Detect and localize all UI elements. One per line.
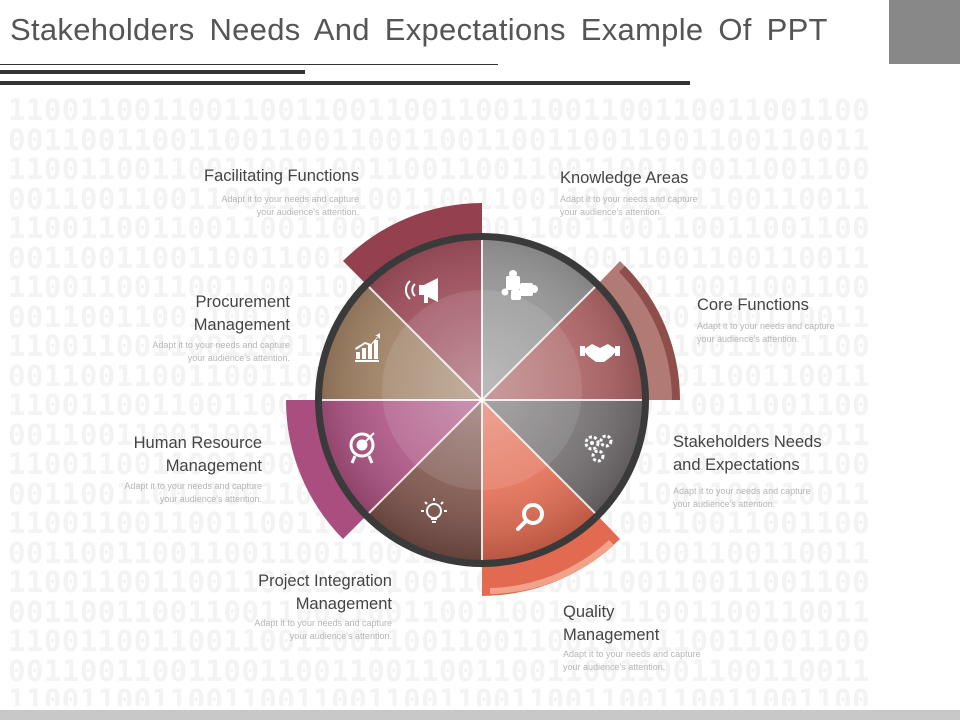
facilitating-desc-line1: Adapt it to your needs and capture	[221, 194, 359, 204]
core-desc-line2: your audience's attention.	[697, 333, 800, 344]
footer-bar	[0, 710, 960, 720]
growth-chart-icon	[355, 333, 380, 362]
title-underline-long	[0, 81, 690, 85]
knowledge-desc-line2: your audience's attention.	[560, 206, 663, 217]
human-resource-desc-line1: Adapt it to your needs and capture	[124, 481, 262, 491]
procurement-label-line1: Procurement	[195, 293, 290, 311]
stakeholders-label-line1: Stakeholders Needs	[673, 433, 822, 451]
stakeholders-desc-line1: Adapt it to your needs and capture	[673, 486, 811, 496]
facilitating-desc-line2: your audience's attention.	[256, 206, 359, 217]
project-desc-line2: your audience's attention.	[289, 630, 392, 641]
procurement-desc-line1: Adapt it to your needs and capture	[152, 340, 290, 350]
project-label-line2: Management	[295, 595, 392, 613]
core-desc-line1: Adapt it to your needs and capture	[697, 321, 835, 331]
magnifier-icon	[516, 503, 544, 531]
procurement-label-line2: Management	[193, 316, 290, 334]
quality-label-line1: Quality	[563, 603, 615, 621]
project-desc-line1: Adapt it to your needs and capture	[254, 618, 392, 628]
procurement-desc-line2: your audience's attention.	[187, 352, 290, 363]
wedge-dividers	[322, 240, 642, 560]
title-underline-short	[0, 70, 305, 74]
project-label-line1: Project Integration	[258, 572, 392, 590]
facilitating-outer-arc	[343, 203, 482, 285]
quality-desc-line2: your audience's attention.	[563, 661, 666, 672]
core-outer-arc-edge	[619, 266, 681, 400]
corner-accent-block	[889, 0, 960, 64]
human-resource-desc-line2: your audience's attention.	[159, 493, 262, 504]
quality-outer-arc-highlight	[490, 540, 614, 594]
page-title: Stakeholders Needs And Expectations Exam…	[10, 12, 828, 47]
lightbulb-icon	[421, 498, 447, 523]
human-resource-outer-arc	[285, 400, 367, 539]
stakeholders-desc-line2: your audience's attention.	[673, 498, 776, 509]
core-outer-arc	[597, 261, 679, 400]
quality-label-line2: Management	[563, 626, 660, 644]
target-icon	[349, 432, 375, 464]
human-resource-label-line2: Management	[165, 457, 262, 475]
quality-desc-line1: Adapt it to your needs and capture	[563, 649, 701, 659]
human-resource-label-line1: Human Resource	[133, 434, 262, 452]
title-underline-thin	[0, 64, 498, 65]
quality-outer-arc	[482, 515, 620, 596]
megaphone-icon	[404, 278, 438, 303]
handshake-icon	[580, 344, 620, 362]
stakeholders-label-line2: and Expectations	[673, 456, 800, 474]
puzzle-icon	[501, 270, 538, 300]
knowledge-desc-line1: Adapt it to your needs and capture	[560, 194, 698, 204]
gears-icon	[584, 434, 613, 463]
